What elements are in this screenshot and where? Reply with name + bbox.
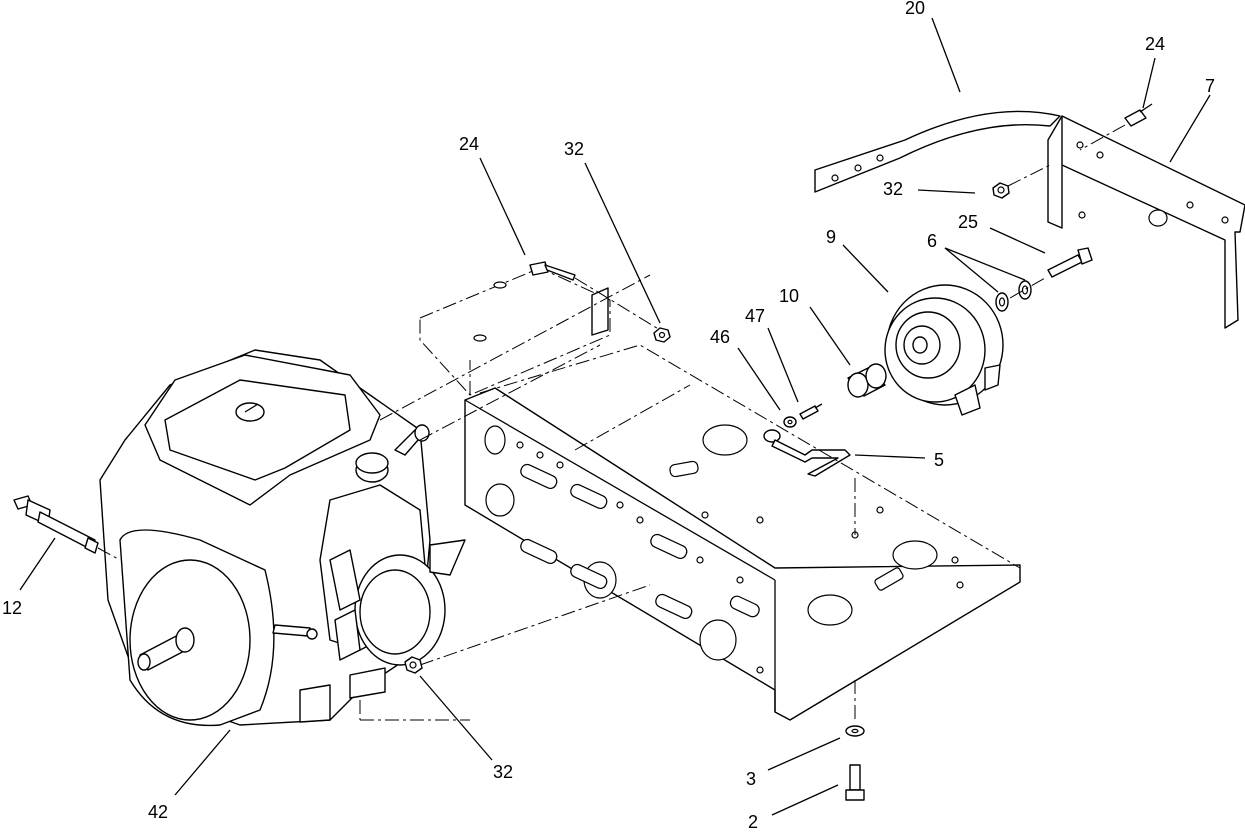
callout-42: 42 xyxy=(148,802,168,822)
leader-46 xyxy=(737,347,781,411)
part-25-bolt xyxy=(1047,247,1093,278)
leader-25 xyxy=(989,227,1046,254)
callout-labels: 20 24 7 32 9 6 25 24 32 10 47 46 5 12 32… xyxy=(2,0,1215,832)
leader-32-upper-middle xyxy=(584,162,661,324)
part-2-bolt xyxy=(845,764,865,801)
part-32-nut-lower xyxy=(404,656,423,674)
callout-47: 47 xyxy=(745,306,765,326)
callout-2: 2 xyxy=(748,812,758,832)
engine-mount-bracket xyxy=(419,267,611,396)
part-24-bolt-left xyxy=(529,261,661,331)
callout-9: 9 xyxy=(826,227,836,247)
callout-20: 20 xyxy=(905,0,925,18)
part-32-nut-upper-right xyxy=(992,164,1051,199)
part-3-washer xyxy=(845,725,865,737)
leader-5 xyxy=(854,454,926,459)
leader-32-upper xyxy=(917,189,976,194)
part-20-bracket-arm xyxy=(814,110,1061,193)
part-7-mount-plate xyxy=(1047,115,1245,329)
part-32-nut-upper-middle xyxy=(653,327,671,343)
leader-12 xyxy=(19,537,56,591)
leader-42 xyxy=(174,729,231,796)
leader-6b xyxy=(944,247,1026,281)
callout-5: 5 xyxy=(934,450,944,470)
part-46-washer xyxy=(783,416,797,428)
leader-3 xyxy=(767,737,841,771)
leader-24-left xyxy=(479,157,526,256)
callout-12: 12 xyxy=(2,598,22,618)
callout-10: 10 xyxy=(779,286,799,306)
part-9-electric-clutch xyxy=(884,284,1004,416)
callout-25: 25 xyxy=(958,212,978,232)
leader-47 xyxy=(767,327,799,403)
callout-32-upper-middle: 32 xyxy=(564,139,584,159)
leader-32-lower xyxy=(419,675,493,761)
callout-24-upper: 24 xyxy=(1145,34,1165,54)
callout-3: 3 xyxy=(746,769,756,789)
leader-6a xyxy=(944,247,999,293)
part-24-bolt-upper-right xyxy=(1079,103,1153,151)
leader-2 xyxy=(771,784,839,816)
callout-24-left: 24 xyxy=(459,134,479,154)
leader-7 xyxy=(1169,94,1211,163)
callout-46: 46 xyxy=(710,327,730,347)
part-10-spacer xyxy=(847,363,887,398)
callout-6: 6 xyxy=(927,231,937,251)
part-12-oil-drain-fitting xyxy=(13,495,121,561)
leader-10 xyxy=(809,306,851,366)
part-6-washers xyxy=(995,277,1046,312)
leader-9 xyxy=(842,244,889,293)
part-47-bolt xyxy=(799,403,823,420)
part-42-engine xyxy=(99,274,651,727)
main-frame-chassis xyxy=(464,344,1021,721)
callout-7: 7 xyxy=(1205,76,1215,96)
part-5-rod xyxy=(763,429,851,477)
leader-lines xyxy=(19,17,1211,816)
callout-32-lower: 32 xyxy=(493,762,513,782)
leader-20 xyxy=(931,17,961,93)
leader-24-upper xyxy=(1142,57,1156,109)
callout-32-upper: 32 xyxy=(883,179,903,199)
